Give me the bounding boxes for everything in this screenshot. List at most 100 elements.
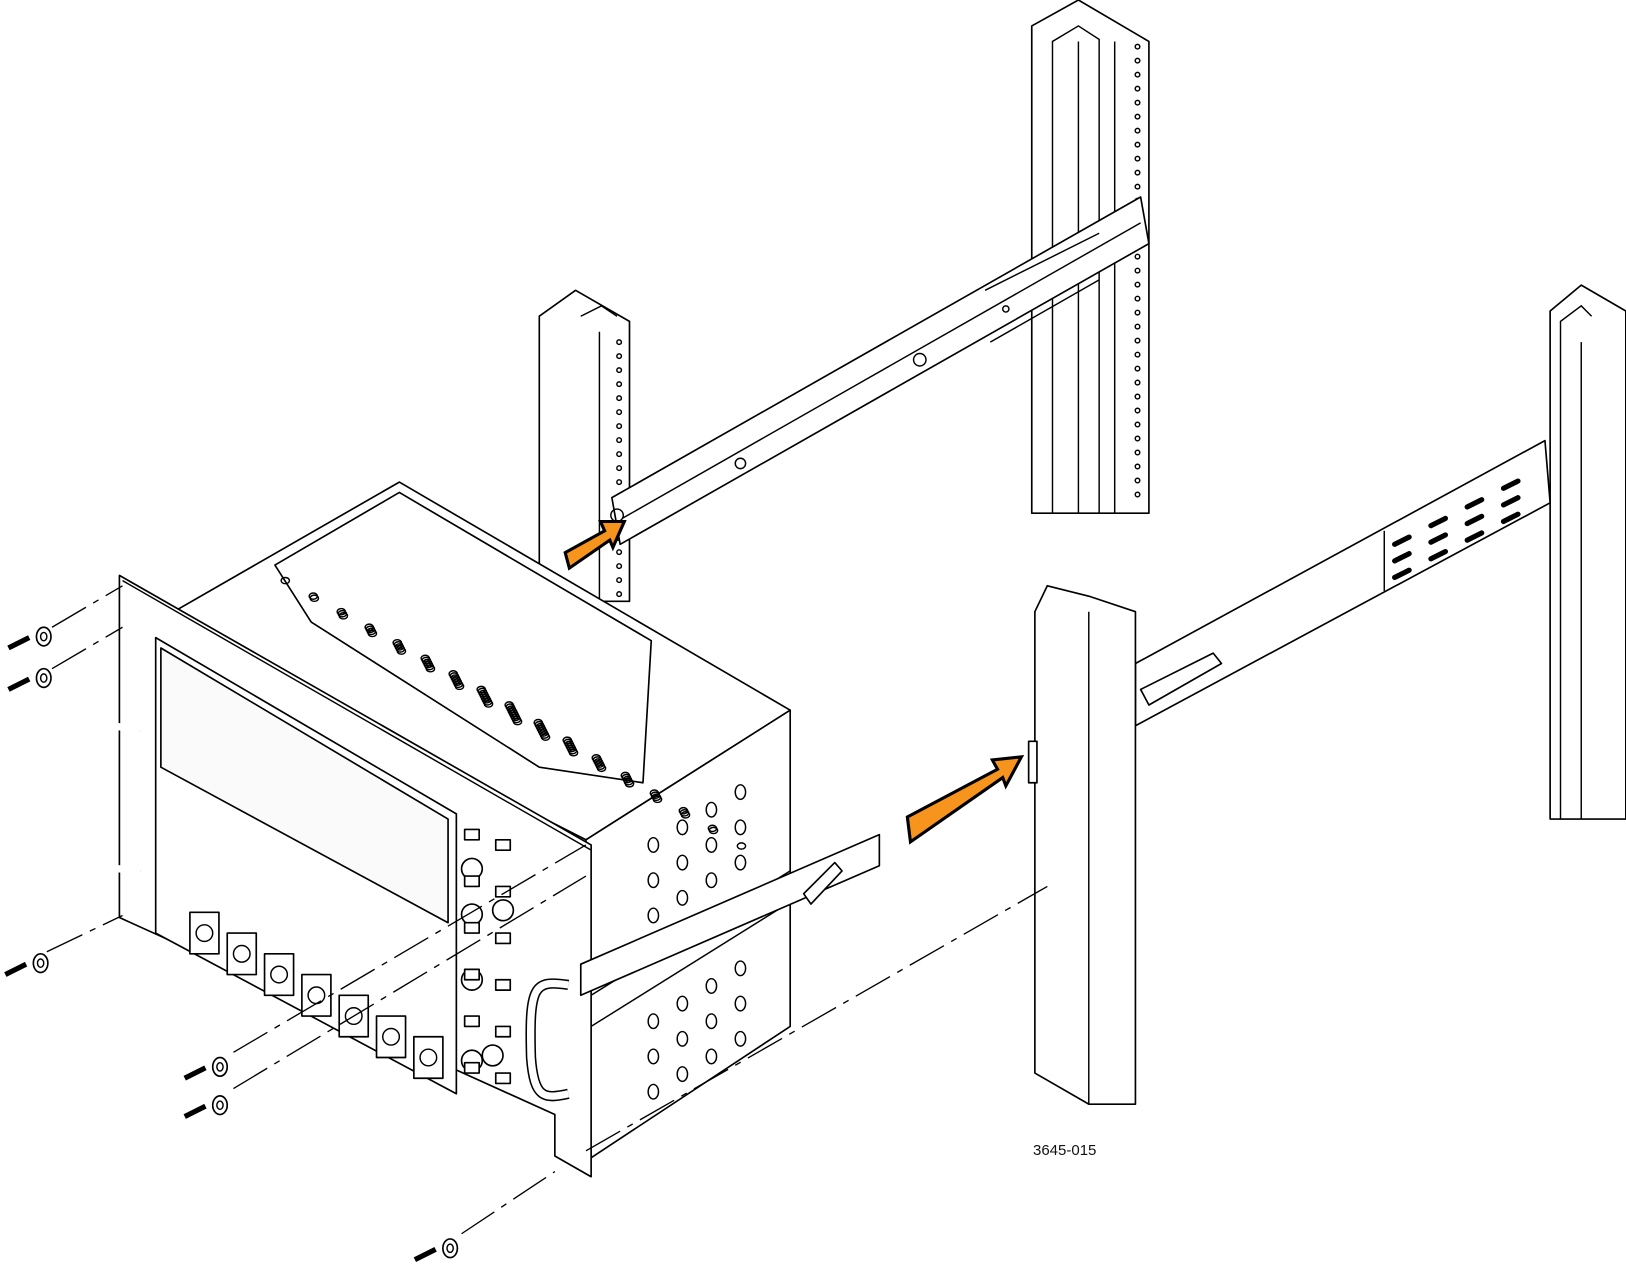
vent-hole xyxy=(734,784,747,801)
input-connector xyxy=(375,1015,407,1059)
panel-button xyxy=(463,1015,480,1028)
washer-hole xyxy=(216,1100,224,1111)
vent-hole xyxy=(676,1030,689,1047)
rack-hole xyxy=(616,353,623,360)
bnc-connector xyxy=(270,965,289,984)
control-knob xyxy=(491,899,515,922)
panel-button xyxy=(463,921,480,934)
vent-hole xyxy=(705,977,718,994)
rack-hole xyxy=(1134,253,1141,260)
vent-hole xyxy=(309,594,320,603)
rack-hole xyxy=(1134,393,1141,400)
rack-hole xyxy=(616,479,623,486)
vent-hole xyxy=(647,1048,660,1065)
vent-hole xyxy=(736,842,747,850)
rack-hole xyxy=(1134,281,1141,288)
screw-icon xyxy=(7,676,31,692)
vent-hole xyxy=(676,819,689,836)
rack-hole xyxy=(616,339,623,346)
vent-hole xyxy=(705,872,718,889)
rack-hole xyxy=(616,423,623,430)
rail-slot xyxy=(1464,513,1485,527)
vent-hole xyxy=(338,612,349,620)
vent-hole xyxy=(483,700,494,708)
rack-hole xyxy=(1134,57,1141,64)
vent-hole xyxy=(676,1066,689,1083)
vent-hole xyxy=(734,1030,747,1047)
rack-hole xyxy=(1134,127,1141,134)
washer-hole xyxy=(39,673,48,683)
washer-hole xyxy=(36,958,45,969)
vent-hole xyxy=(568,748,579,757)
bnc-connector xyxy=(195,924,214,943)
vent-hole xyxy=(705,1048,718,1065)
vent-hole xyxy=(540,733,551,741)
washer-icon xyxy=(35,667,52,689)
input-connector xyxy=(263,952,295,997)
front-handle-left xyxy=(72,721,141,875)
panel-button xyxy=(494,1072,512,1085)
rack-hole xyxy=(616,549,623,556)
rail-slot xyxy=(1392,534,1412,547)
rack-hole xyxy=(1134,85,1141,92)
alignment-lines xyxy=(46,585,1048,1235)
panel-button xyxy=(463,875,480,888)
bnc-connector xyxy=(419,1048,438,1067)
rack-hole xyxy=(1134,477,1141,484)
rack-hole xyxy=(1134,449,1141,456)
rail-slot xyxy=(1392,551,1412,564)
vent-hole xyxy=(652,795,663,804)
vent-hole xyxy=(647,907,660,924)
washer-hole xyxy=(446,1243,454,1254)
washer-icon xyxy=(32,952,49,974)
vent-hole xyxy=(367,629,378,638)
washer-hole xyxy=(39,631,48,642)
front-handle-right xyxy=(525,978,570,1102)
vent-hole xyxy=(705,1013,718,1030)
panel-button xyxy=(463,828,480,841)
input-connector xyxy=(189,911,220,955)
rack-hole xyxy=(1134,491,1141,498)
rack-hole xyxy=(1134,351,1141,358)
screw-icon xyxy=(7,635,31,651)
washer-icon xyxy=(442,1238,459,1259)
rack-hole xyxy=(1134,365,1141,372)
washer-icon xyxy=(211,1056,229,1077)
rack-hole xyxy=(1134,295,1141,302)
vent-hole xyxy=(705,801,718,818)
rack-hole xyxy=(616,591,623,598)
washer-icon xyxy=(211,1095,229,1116)
rack-hole xyxy=(1134,421,1141,428)
upper-slide-rail xyxy=(610,196,1150,546)
arrow-icon-front-rail xyxy=(905,754,1025,845)
vent-hole xyxy=(705,836,718,853)
rack-hole xyxy=(1134,463,1141,470)
screw-icon xyxy=(183,1065,207,1081)
vent-hole xyxy=(280,576,291,585)
rack-hole xyxy=(616,563,623,570)
input-connector xyxy=(413,1035,444,1080)
panel-button xyxy=(494,978,512,991)
panel-button xyxy=(494,885,512,898)
rack-hole xyxy=(1134,337,1141,344)
rack-hole xyxy=(616,409,623,416)
bnc-connector xyxy=(382,1027,401,1046)
rack-hole xyxy=(1134,141,1141,148)
washer-icon xyxy=(35,626,52,647)
vent-hole xyxy=(425,664,436,673)
rack-hole xyxy=(1134,113,1141,120)
mounting-screws xyxy=(4,626,459,1262)
vent-hole xyxy=(512,717,523,726)
rack-hole xyxy=(1134,99,1141,106)
vent-hole xyxy=(734,960,747,977)
screw-icon xyxy=(4,961,28,977)
rack-hole xyxy=(1134,169,1141,176)
rail-slot xyxy=(1428,515,1449,529)
rack-hole xyxy=(616,381,623,388)
front-rack-post-far-right xyxy=(1549,284,1626,820)
rack-hole xyxy=(1134,435,1141,442)
vent-hole xyxy=(734,995,747,1012)
rack-hole xyxy=(1134,309,1141,316)
rack-hole xyxy=(616,367,623,374)
rail-slot xyxy=(1500,495,1521,508)
